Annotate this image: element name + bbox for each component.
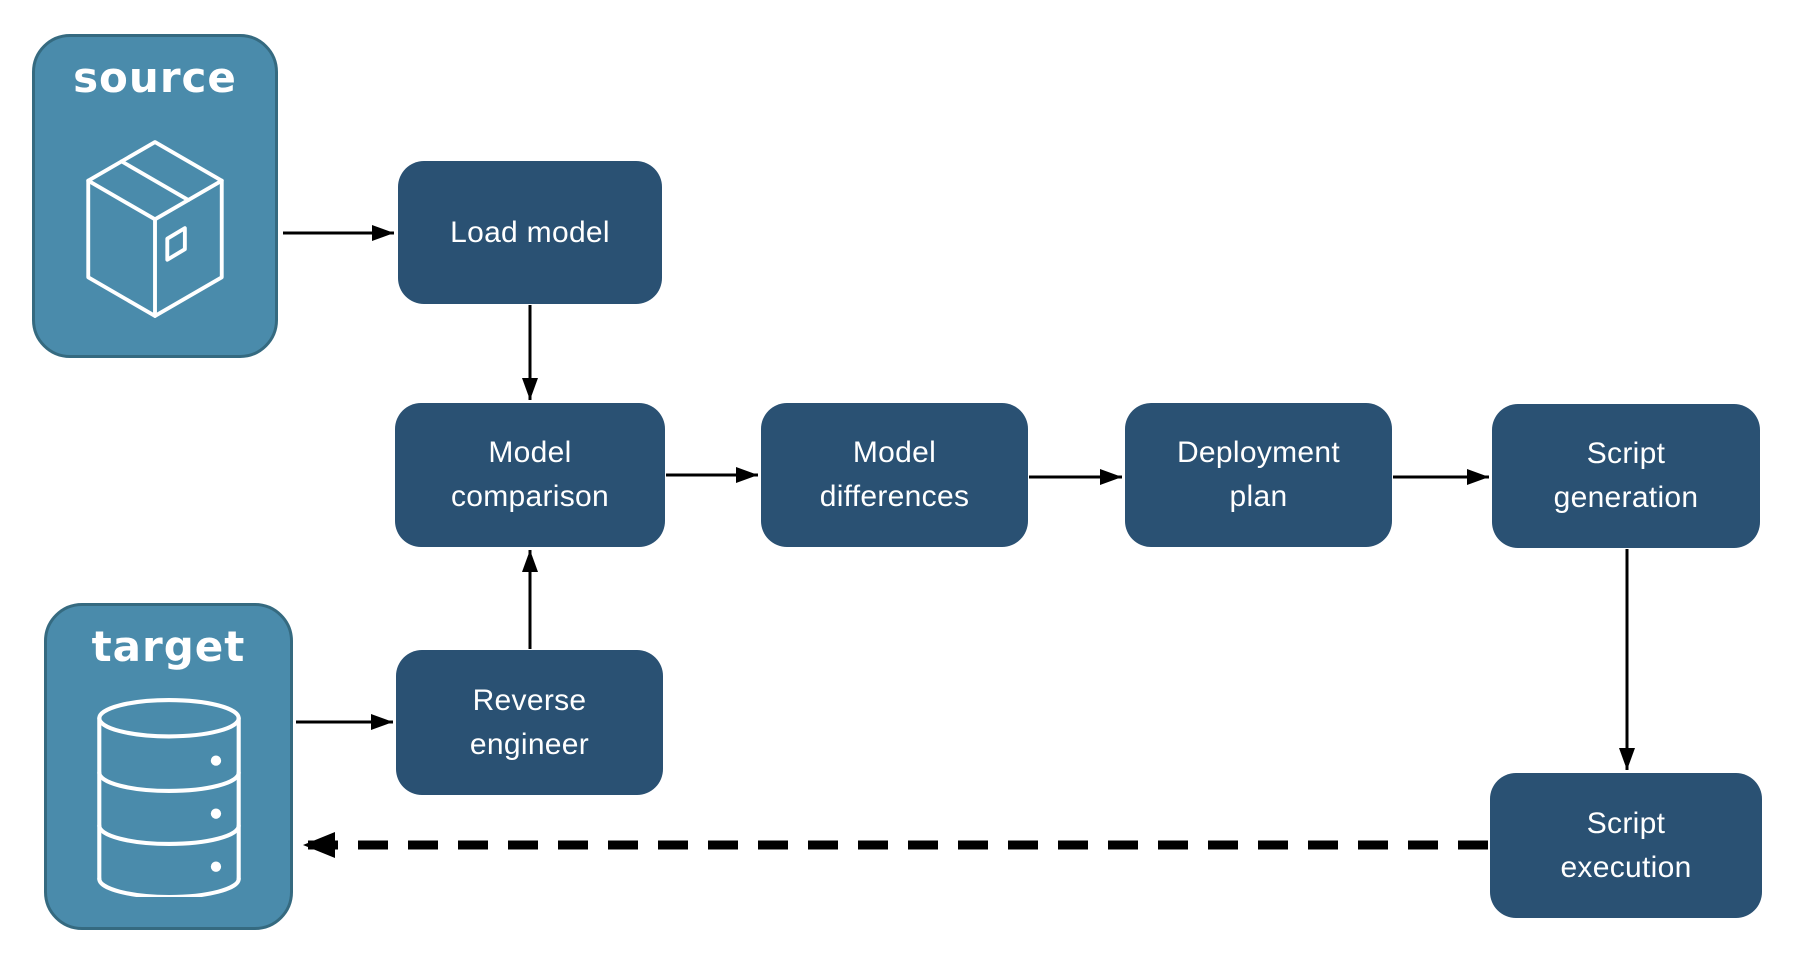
source-label: source — [73, 53, 237, 102]
node-label: Model differences — [819, 436, 970, 513]
node-reverse-engineer: Reverse engineer — [396, 650, 663, 795]
node-model-comparison: Model comparison — [395, 403, 665, 547]
node-label: Reverse engineer — [469, 683, 590, 761]
database-icon — [93, 697, 245, 897]
node-label: Script execution — [1560, 806, 1692, 884]
node-script-execution: Script execution — [1490, 773, 1762, 918]
node-label: Load model — [450, 215, 610, 249]
node-model-differences: Model differences — [761, 403, 1028, 547]
target-label: target — [91, 622, 246, 671]
node-label: Script generation — [1553, 437, 1699, 514]
node-deployment-plan: Deployment plan — [1125, 403, 1392, 547]
node-script-generation: Script generation — [1492, 404, 1760, 548]
node-label: Model comparison — [450, 436, 610, 513]
package-icon — [67, 128, 243, 330]
source-endpoint: source — [32, 34, 278, 358]
target-endpoint: target — [44, 603, 293, 930]
node-label: Deployment plan — [1176, 436, 1341, 513]
node-load-model: Load model — [398, 161, 662, 304]
